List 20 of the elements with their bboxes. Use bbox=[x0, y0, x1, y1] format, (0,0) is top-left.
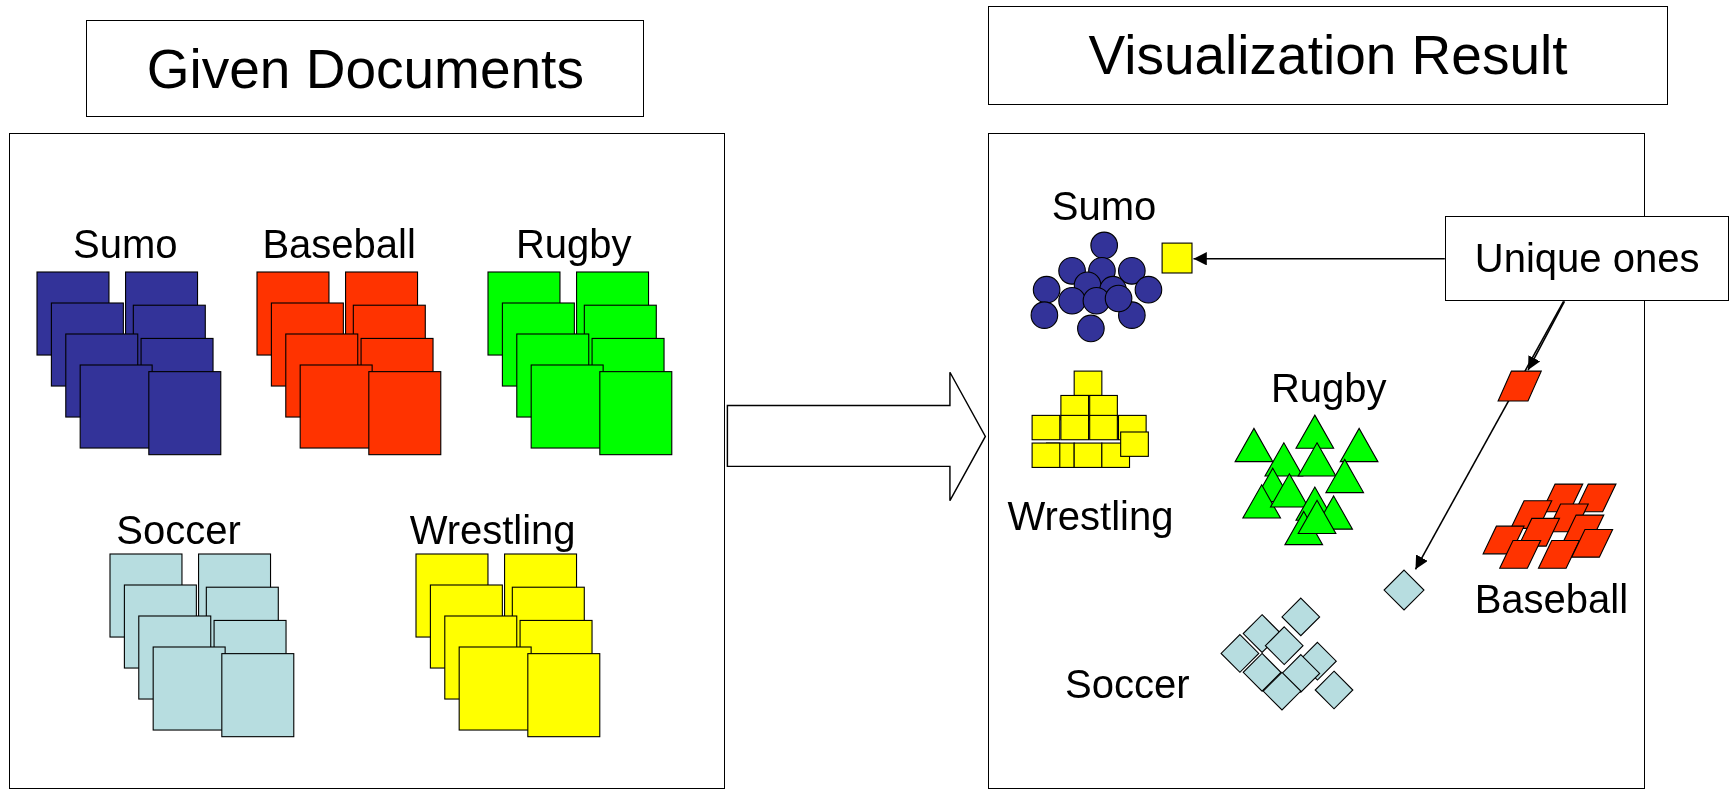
category-label: Wrestling bbox=[409, 507, 576, 554]
category-label: Wrestling bbox=[1007, 492, 1174, 539]
leader-line bbox=[1192, 252, 1446, 266]
category-label: Sumo bbox=[73, 221, 178, 268]
panel-title: Visualization Result bbox=[987, 5, 1669, 106]
category-label: Baseball bbox=[1474, 575, 1629, 622]
category-label: Rugby bbox=[1271, 365, 1387, 412]
category-label: Soccer bbox=[116, 507, 241, 554]
callout-box: Unique ones bbox=[1444, 215, 1730, 302]
leader-line bbox=[1527, 300, 1566, 371]
category-label: Sumo bbox=[1051, 182, 1157, 229]
diamond-marker bbox=[1382, 569, 1425, 612]
leader-line bbox=[1414, 300, 1565, 571]
block-arrow bbox=[726, 371, 987, 502]
category-label: Soccer bbox=[1065, 660, 1190, 707]
category-label: Baseball bbox=[262, 221, 416, 268]
panel-title: Given Documents bbox=[86, 19, 645, 118]
category-label: Rugby bbox=[515, 221, 632, 268]
diamond-marker bbox=[1496, 369, 1543, 402]
square-marker bbox=[1161, 242, 1194, 275]
